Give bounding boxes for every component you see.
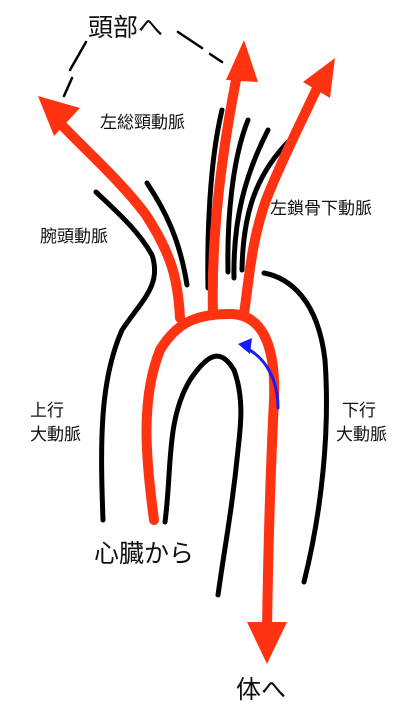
- to-body-label: 体へ: [236, 676, 286, 705]
- brachiocephalic-flow-line: [55, 118, 180, 318]
- left-common-carotid-arrowhead: [226, 40, 258, 82]
- leader-line-right: [178, 32, 202, 48]
- descending-aorta-label-line2: 大動脈: [336, 426, 387, 446]
- leader-line-left: [70, 42, 86, 70]
- from-heart-label: 心臓から: [94, 540, 194, 569]
- left-subclavian-label: 左鎖骨下動脈: [270, 200, 372, 220]
- left-common-carotid-label: 左総頸動脈: [100, 114, 185, 134]
- main-aorta-flow-line: [147, 314, 275, 630]
- ascending-aorta-label-line1: 上行: [30, 402, 64, 422]
- leader-line-left-2: [64, 78, 72, 96]
- descending-aorta-label-line1: 下行: [342, 402, 376, 422]
- brachiocephalic-arrowhead: [38, 96, 80, 136]
- ascending-aorta-label-line2: 大動脈: [30, 426, 81, 446]
- flow-direction-arrowhead: [238, 338, 252, 354]
- leader-line-right-2: [210, 54, 222, 62]
- to-head-label: 頭部へ: [88, 14, 163, 43]
- descending-aorta-arrowhead: [247, 622, 287, 664]
- vessel-walls: [96, 110, 326, 595]
- brachiocephalic-label: 腕頭動脈: [40, 228, 108, 248]
